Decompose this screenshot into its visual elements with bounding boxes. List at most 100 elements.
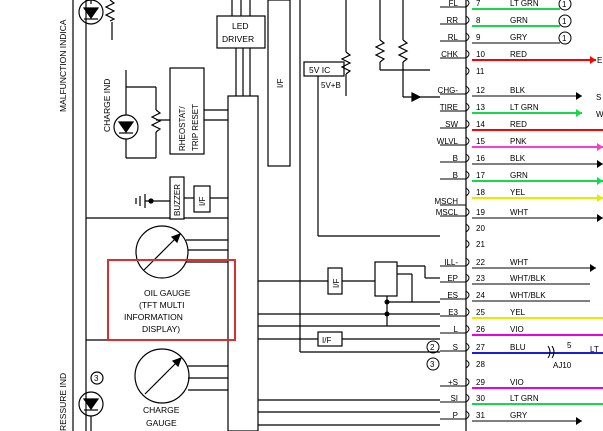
oil-gauge-highlight-box[interactable] bbox=[107, 259, 236, 341]
terminal-name: B bbox=[453, 154, 458, 163]
terminal-name: EP bbox=[447, 274, 458, 283]
wire-arrow-icon bbox=[576, 109, 582, 117]
pin-number: 23 bbox=[476, 274, 485, 283]
pin-number: 15 bbox=[476, 137, 485, 146]
connector-pin-bracket bbox=[465, 136, 470, 146]
connector-pin-bracket bbox=[465, 119, 470, 129]
connector-pin-bracket bbox=[465, 66, 470, 76]
wire-arrow-icon bbox=[597, 143, 603, 151]
wire-arrow-icon bbox=[590, 264, 596, 272]
circle-mark-icon bbox=[558, 0, 572, 11]
terminal-name: FL bbox=[449, 0, 459, 8]
connector-pin-bracket bbox=[465, 239, 470, 249]
terminal-name: SW bbox=[445, 120, 458, 129]
junction-es bbox=[384, 299, 390, 305]
chk-resistors bbox=[374, 0, 440, 102]
connector-pin-bracket bbox=[465, 342, 470, 352]
pin-number: 11 bbox=[476, 67, 485, 76]
terminal-name: ILL- bbox=[444, 258, 458, 267]
right-edge-five: 5 bbox=[567, 341, 572, 350]
pin-number: 27 bbox=[476, 343, 485, 352]
main-if-block bbox=[267, 0, 291, 167]
connector-pin-bracket bbox=[465, 102, 470, 112]
pin-number: 17 bbox=[476, 171, 485, 180]
ep-relay-block bbox=[374, 261, 398, 297]
right-edge-s: S bbox=[596, 93, 601, 102]
pin-number: 20 bbox=[476, 224, 485, 233]
wire-color-label: LT GRN bbox=[510, 103, 539, 112]
wire-arrow-icon bbox=[597, 194, 603, 202]
main-if-text: I/F bbox=[276, 79, 285, 88]
junction-e3 bbox=[384, 311, 390, 317]
connector-pin-bracket bbox=[465, 307, 470, 317]
wire-color-label: LT GRN bbox=[510, 0, 539, 8]
rheostat-text-1: RHEOSTAT/ bbox=[178, 106, 187, 151]
circle-mark-icon bbox=[558, 14, 572, 28]
led-driver-text-1: LED bbox=[232, 21, 249, 31]
wire-color-label: WHT/BLK bbox=[510, 291, 546, 300]
terminal-row: WLVL 15 PNK bbox=[437, 136, 603, 151]
led-driver-leads bbox=[231, 0, 251, 96]
terminal-name: TIRE bbox=[440, 103, 458, 112]
five-vic-block bbox=[303, 61, 345, 77]
oil-gauge-line-4: DISPLAY) bbox=[142, 324, 180, 334]
terminal-name: E3 bbox=[448, 308, 458, 317]
connector-pin-bracket bbox=[465, 359, 470, 369]
charge-ind-label: CHARGE IND bbox=[102, 79, 112, 132]
main-bus-block bbox=[227, 95, 259, 431]
charge-gauge-icon bbox=[134, 348, 228, 404]
pressure-led-icon bbox=[78, 371, 104, 431]
wire-color-label: BLU bbox=[510, 343, 526, 352]
wire-color-label: BLK bbox=[510, 86, 526, 95]
circle-mark-text: 3 bbox=[430, 360, 435, 369]
wire-arrow-icon bbox=[597, 177, 603, 185]
circle-mark-icon bbox=[426, 357, 440, 371]
led-driver-text-2: DRIVER bbox=[222, 34, 254, 44]
terminal-name: WLVL bbox=[437, 137, 459, 146]
right-edge-w: W bbox=[596, 110, 603, 119]
wire-color-label: YEL bbox=[510, 308, 526, 317]
buzzer-text: BUZZER bbox=[173, 184, 182, 216]
wire-color-label: GRY bbox=[510, 411, 528, 420]
circle-mark-icon bbox=[426, 340, 440, 354]
wire-color-label: BLK bbox=[510, 154, 526, 163]
wire-color-label: RED bbox=[510, 120, 527, 129]
ep-es-wiring bbox=[258, 265, 440, 327]
connector-pin-bracket bbox=[465, 15, 470, 25]
terminal-name: P bbox=[453, 411, 458, 420]
terminal-row: 11 bbox=[465, 66, 485, 76]
connector-pin-bracket bbox=[465, 32, 470, 42]
connector-pin-bracket bbox=[465, 207, 470, 217]
wire-color-label: PNK bbox=[510, 137, 527, 146]
malfunction-indicator-label: MALFUNCTION INDICA bbox=[58, 19, 68, 112]
terminal-row: 283 bbox=[426, 357, 485, 371]
wire-arrow-icon bbox=[590, 56, 596, 64]
connector-pin-bracket bbox=[465, 223, 470, 233]
wire-color-label: GRY bbox=[510, 33, 528, 42]
wire-arrow-icon bbox=[597, 160, 603, 168]
connector-pin-bracket bbox=[465, 257, 470, 267]
terminal-name: SI bbox=[450, 394, 458, 403]
wire-color-label: RED bbox=[510, 50, 527, 59]
rheostat-text-2: TRIP RESET bbox=[191, 104, 200, 151]
pin-number: 12 bbox=[476, 86, 485, 95]
l-if-text: I/F bbox=[322, 336, 331, 345]
pin-number: 14 bbox=[476, 120, 485, 129]
wire-color-label: WHT bbox=[510, 258, 528, 267]
five-vic-leads bbox=[299, 0, 440, 353]
terminal-name: CHK bbox=[441, 50, 459, 59]
